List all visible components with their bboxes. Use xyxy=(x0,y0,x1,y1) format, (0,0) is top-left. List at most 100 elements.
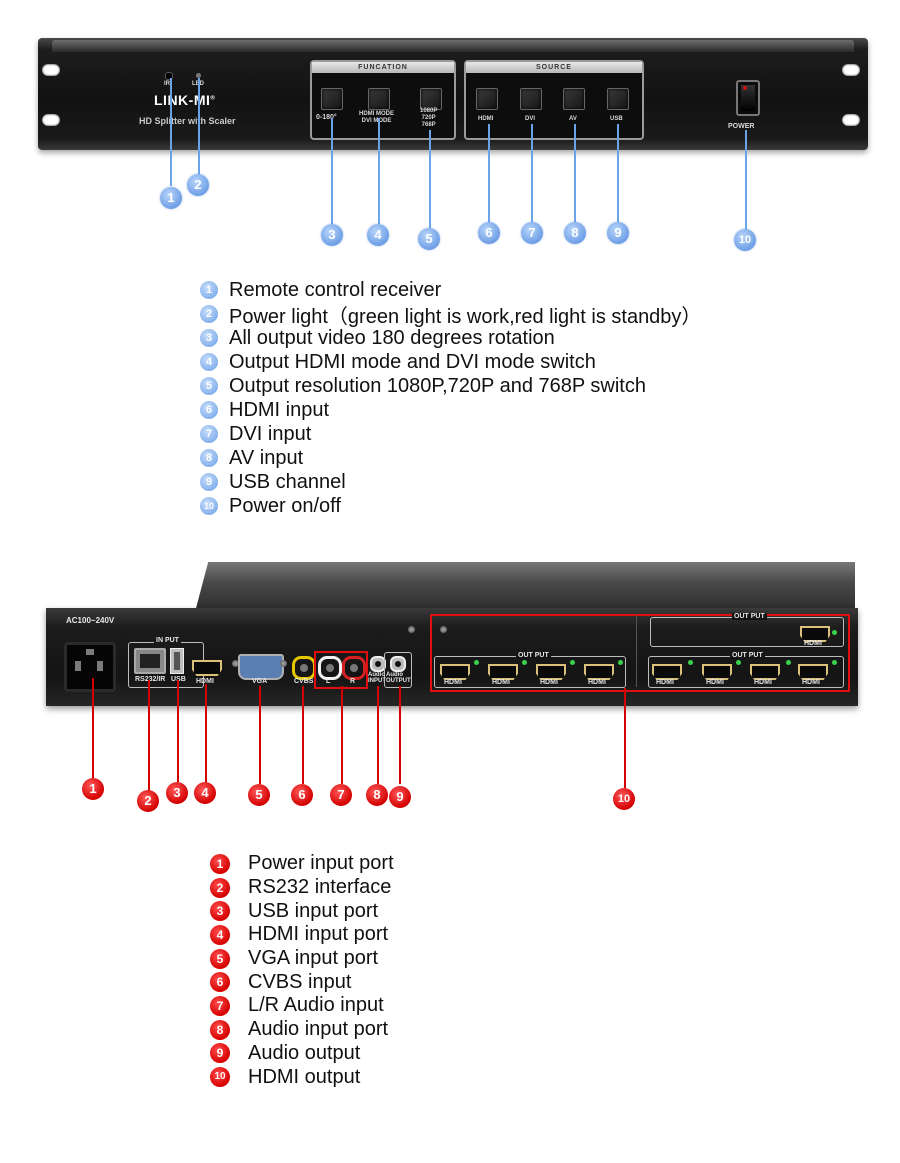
power-led xyxy=(196,73,201,78)
hdmi-output-port[interactable] xyxy=(488,664,518,680)
front-callout-6: 6 xyxy=(478,222,500,244)
status-led xyxy=(736,660,741,665)
hdmi-output-port[interactable] xyxy=(798,664,828,680)
legend-number: 8 xyxy=(200,449,218,467)
legend-number: 1 xyxy=(200,281,218,299)
audio-left-port[interactable] xyxy=(318,656,342,680)
rotate-label: 0-180° xyxy=(316,114,337,121)
hdmi-output-label: HDMI xyxy=(754,679,772,686)
rs232-port[interactable] xyxy=(134,648,166,674)
audio-input-jack[interactable] xyxy=(370,656,386,672)
hdmi-output-port[interactable] xyxy=(584,664,614,680)
hdmi-input-label: HDMI xyxy=(196,678,214,685)
screw xyxy=(440,626,447,633)
legend-number: 1 xyxy=(210,853,230,874)
legend-number: 3 xyxy=(210,901,230,922)
audio-output-jack[interactable] xyxy=(390,656,406,672)
source-hdmi-button[interactable] xyxy=(476,88,498,110)
output-card-divider xyxy=(636,615,637,687)
screw xyxy=(232,660,239,667)
rear-callout-7: 7 xyxy=(330,784,352,806)
resolution-button[interactable] xyxy=(420,88,442,110)
front-callout-5: 5 xyxy=(418,228,440,250)
power-label: POWER xyxy=(728,123,755,130)
callout-line xyxy=(302,686,304,784)
cvbs-label: CVBS xyxy=(294,678,314,685)
callout-line xyxy=(429,130,431,228)
legend-number: 2 xyxy=(210,877,230,898)
ir-sensor xyxy=(165,72,173,80)
source-av-label: AV xyxy=(569,116,577,122)
legend-number: 10 xyxy=(210,1067,230,1088)
callout-line xyxy=(377,686,379,784)
hdmi-output-port[interactable] xyxy=(702,664,732,680)
rear-callout-4: 4 xyxy=(194,782,216,804)
usb-port[interactable] xyxy=(170,648,184,674)
audio-right-port[interactable] xyxy=(342,656,366,680)
legend-text: AV input xyxy=(229,446,304,469)
power-switch[interactable] xyxy=(736,80,760,116)
source-usb-button[interactable] xyxy=(607,88,629,110)
rack-ear-hole xyxy=(42,114,60,126)
callout-line xyxy=(378,118,380,224)
hdmi-output-port[interactable] xyxy=(750,664,780,680)
rack-ear-hole xyxy=(842,64,860,76)
source-dvi-label: DVI xyxy=(525,116,536,122)
rear-callout-5: 5 xyxy=(248,784,270,806)
hdmi-output-label: HDMI xyxy=(540,679,558,686)
hdmi-output-port[interactable] xyxy=(440,664,470,680)
legend-number: 2 xyxy=(200,305,218,323)
status-led xyxy=(786,660,791,665)
mode-button[interactable] xyxy=(368,88,390,110)
legend-text: Power input port xyxy=(248,852,394,875)
rack-ear-hole xyxy=(42,64,60,76)
legend-text: Audio output xyxy=(248,1041,361,1064)
legend-number: 7 xyxy=(200,425,218,443)
rear-callout-8: 8 xyxy=(366,784,388,806)
legend-number: 8 xyxy=(210,1019,230,1040)
power-inlet[interactable] xyxy=(64,642,116,692)
audio-left-label: L xyxy=(326,678,331,685)
hdmi-input-port[interactable] xyxy=(192,660,222,676)
legend-number: 5 xyxy=(210,948,230,969)
source-usb-label: USB xyxy=(610,116,623,122)
legend-number: 4 xyxy=(200,353,218,371)
front-callout-10: 10 xyxy=(734,229,756,251)
status-led xyxy=(618,660,623,665)
rack-ear-hole xyxy=(842,114,860,126)
legend-number: 6 xyxy=(200,401,218,419)
rotate-button[interactable] xyxy=(321,88,343,110)
vga-port[interactable] xyxy=(238,654,284,680)
brand-logo: LINK-MI® xyxy=(154,92,216,108)
source-header: SOURCE xyxy=(466,62,642,73)
callout-line xyxy=(148,680,150,792)
source-av-button[interactable] xyxy=(563,88,585,110)
source-dvi-button[interactable] xyxy=(520,88,542,110)
function-header: FUNCATION xyxy=(312,62,454,73)
hdmi-output-port[interactable] xyxy=(536,664,566,680)
legend-item: 10 HDMI output xyxy=(210,1065,394,1089)
cvbs-port[interactable] xyxy=(292,656,316,680)
legend-text: HDMI output xyxy=(248,1065,361,1088)
hdmi-output-port[interactable] xyxy=(800,626,830,642)
legend-number: 10 xyxy=(200,497,218,515)
screw xyxy=(280,660,287,667)
front-callout-1: 1 xyxy=(160,187,182,209)
legend-item: 1 Power input port xyxy=(210,852,394,876)
hdmi-output-port[interactable] xyxy=(652,664,682,680)
legend-text: CVBS input xyxy=(248,970,352,993)
hdmi-output-label: HDMI xyxy=(706,679,724,686)
hdmi-output-label: HDMI xyxy=(492,679,510,686)
front-callout-2: 2 xyxy=(187,174,209,196)
status-led xyxy=(570,660,575,665)
